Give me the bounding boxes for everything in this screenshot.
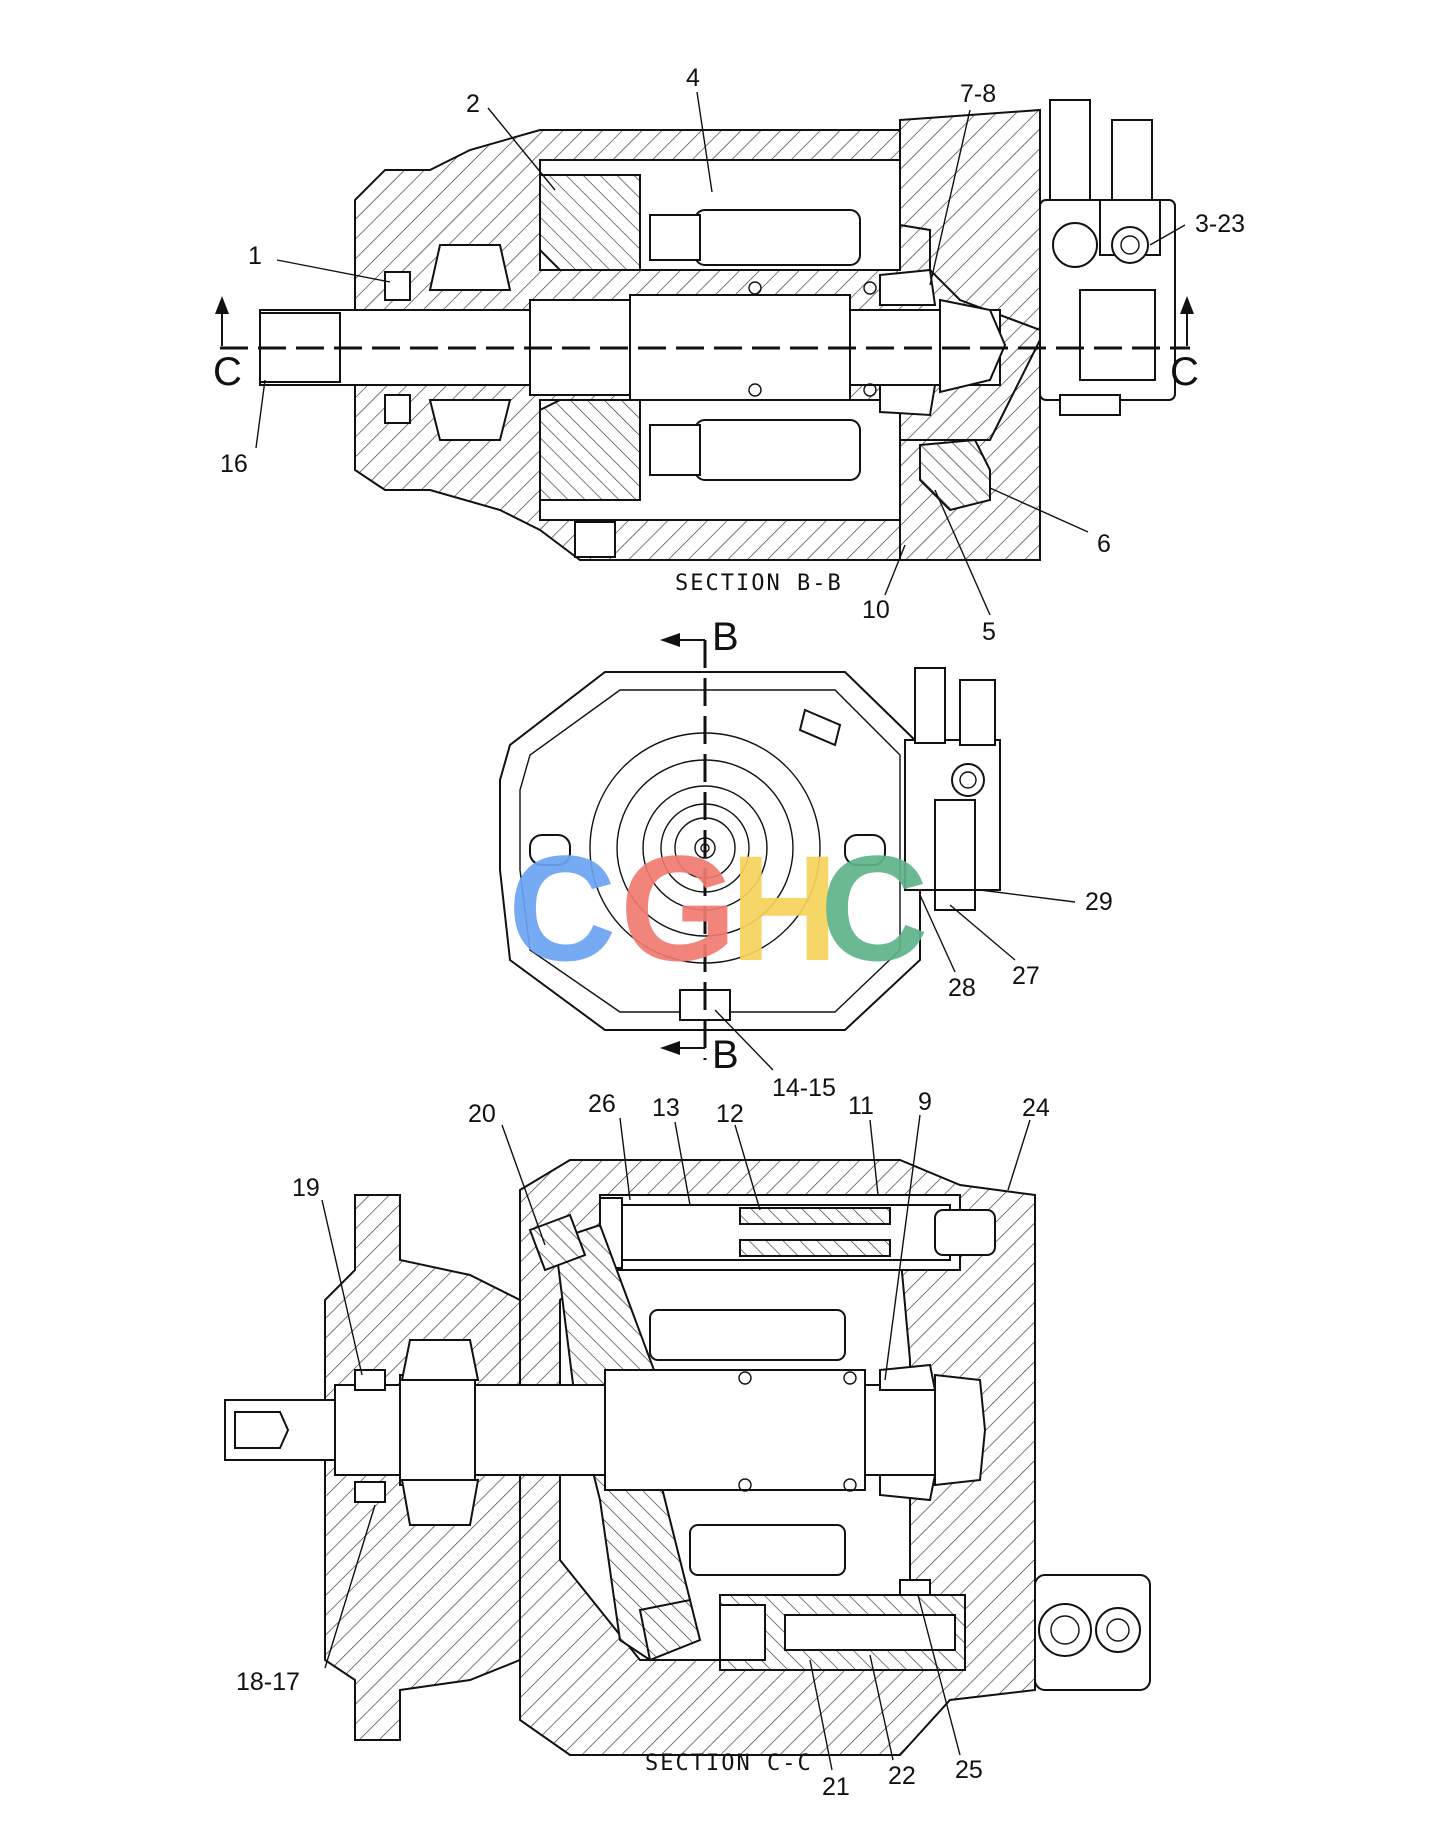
key-c [234, 1411, 290, 1449]
o-ring-4 [863, 383, 877, 397]
bearing-front-upper [428, 244, 512, 291]
callout-29: 29 [1085, 888, 1113, 916]
port-fitting-6 [919, 438, 991, 512]
cut-marker-b-bottom: B [712, 1033, 739, 1077]
cut-marker-c-right: C [1170, 350, 1199, 394]
bearing-rear-lower [879, 384, 937, 417]
arrow-c-left [215, 296, 229, 314]
seal-ring-b-lower [384, 394, 411, 424]
end-view: B B C G H C 29 27 28 14-15 [499, 615, 1113, 1102]
drain-plug-b [574, 521, 616, 558]
seal-c-upper [354, 1369, 386, 1391]
callout-7-8: 7-8 [960, 80, 996, 108]
callout-19: 19 [292, 1174, 320, 1202]
callout-16: 16 [220, 450, 248, 478]
bearing-rear-upper-c [879, 1363, 937, 1391]
cghc-watermark: C G H C [508, 824, 928, 992]
piston-lower-c [689, 1524, 846, 1576]
section-b-b-title: SECTION B-B [675, 571, 843, 596]
cut-marker-b-top: B [712, 615, 739, 659]
callout-20: 20 [468, 1100, 496, 1128]
o-ring-1 [748, 281, 762, 295]
callout-22: 22 [888, 1762, 916, 1790]
mount-slot-right [844, 834, 886, 866]
bearing-rear-lower-c [879, 1474, 937, 1502]
shaft-tip-b [939, 298, 1007, 394]
callout-18-17: 18-17 [236, 1668, 300, 1696]
watermark-letter-g: G [620, 824, 737, 992]
mount-slot-left [529, 834, 571, 866]
section-c-c-title: SECTION C-C [645, 1751, 813, 1776]
watermark-letter-c1: C [508, 824, 616, 992]
callout-12: 12 [716, 1100, 744, 1128]
servo-plug-24 [934, 1209, 996, 1256]
pin-25 [899, 1579, 931, 1596]
control-valve-block [1039, 99, 1176, 416]
shoe-upper-left [528, 1213, 587, 1272]
callout-3-23: 3-23 [1195, 210, 1245, 238]
shaft-collar-c [399, 1374, 476, 1486]
port-block-c [1034, 1574, 1151, 1691]
arrow-b-bottom [660, 1041, 680, 1055]
cut-marker-c-left: C [213, 350, 242, 394]
piston-shoe-upper [649, 214, 701, 261]
servo-spring-12b [739, 1239, 891, 1257]
shoe-lower-left [638, 1598, 702, 1662]
swashplate-upper [539, 174, 641, 271]
swashplate-lower [539, 399, 641, 501]
callout-27: 27 [1012, 962, 1040, 990]
callout-4: 4 [686, 64, 700, 92]
o-ring-2 [863, 281, 877, 295]
control-cap [719, 1604, 766, 1661]
callout-2: 2 [466, 90, 480, 118]
seal-ring-b [384, 271, 411, 301]
port-end-top-right [798, 708, 842, 747]
callout-10: 10 [862, 596, 890, 624]
servo-spring-12 [739, 1207, 891, 1225]
callout-26: 26 [588, 1090, 616, 1118]
bearing-front-upper-c [400, 1339, 480, 1381]
bearing-front-lower-c [400, 1479, 480, 1526]
end-housing-inner [519, 689, 901, 1013]
callout-28: 28 [948, 974, 976, 1002]
callout-9: 9 [918, 1088, 932, 1116]
watermark-letter-c2: C [820, 824, 928, 992]
control-valve-end [904, 667, 1001, 911]
piston-shoe-lower [649, 424, 701, 476]
end-housing-outline [499, 671, 921, 1031]
piston-lower-b [694, 419, 861, 481]
callout-25: 25 [955, 1756, 983, 1784]
shaft-tip-c [934, 1373, 987, 1487]
bearing-front-lower [428, 399, 512, 441]
callout-21: 21 [822, 1773, 850, 1801]
callout-1: 1 [248, 242, 262, 270]
arrow-b-top [660, 633, 680, 647]
callout-13: 13 [652, 1094, 680, 1122]
callout-24: 24 [1022, 1094, 1050, 1122]
piston-upper-c [649, 1309, 846, 1361]
bearing-rear-upper [879, 268, 937, 306]
section-c-c-view: 26 13 12 11 9 24 20 19 18-17 21 22 25 SE… [224, 1088, 1151, 1801]
arrow-c-right [1180, 296, 1194, 314]
section-b-b-view: C C 1 2 4 7-8 3-23 16 6 10 5 SECTION B-B [213, 64, 1245, 646]
callout-6: 6 [1097, 530, 1111, 558]
callout-5: 5 [982, 618, 996, 646]
watermark-letter-h: H [730, 824, 838, 992]
piston-upper-b [694, 209, 861, 266]
shaft-cylinder-c [604, 1369, 866, 1491]
o-ring-3 [748, 383, 762, 397]
callout-11: 11 [848, 1092, 874, 1120]
callout-14-15: 14-15 [772, 1074, 836, 1102]
control-piston-22 [784, 1614, 956, 1651]
seal-c-lower [354, 1481, 386, 1503]
